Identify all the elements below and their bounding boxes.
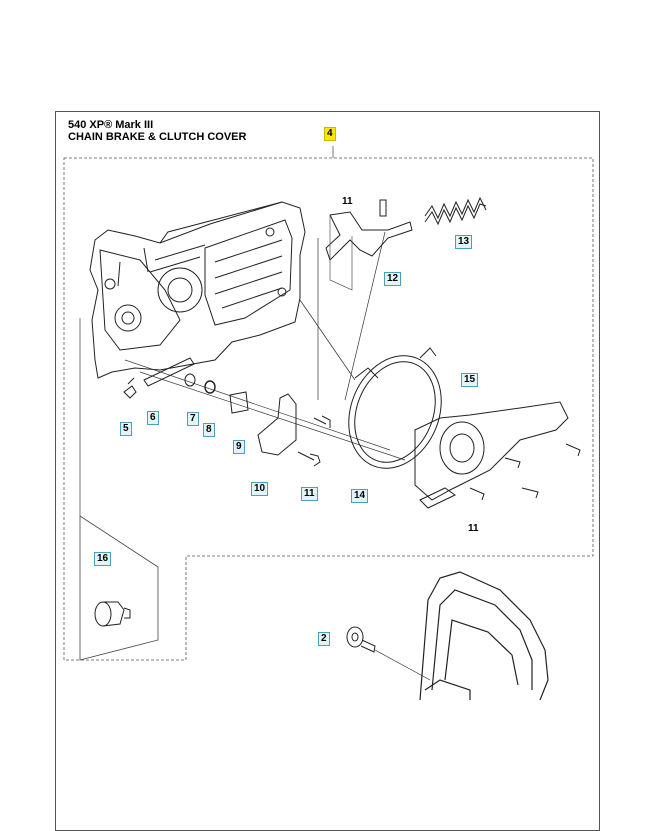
part-13-spring <box>424 196 487 226</box>
callout-8: 8 <box>203 423 215 437</box>
callout-7: 7 <box>187 412 199 426</box>
screw-11-lower <box>297 451 321 467</box>
part-2-screw <box>346 626 431 681</box>
callout-6: 6 <box>147 411 159 425</box>
parts-diagram <box>63 146 594 701</box>
model-title: 540 XP® Mark III <box>68 119 154 131</box>
screw-cover-4 <box>469 487 485 501</box>
part-14-brake-band <box>348 347 442 469</box>
front-handle-guard <box>419 571 549 701</box>
inset-panel <box>79 515 159 661</box>
callout-11-top: 11 <box>342 196 353 207</box>
callout-2: 2 <box>318 632 330 646</box>
screw-cover-1 <box>504 457 521 469</box>
callout-13: 13 <box>455 235 473 249</box>
part-16-clutch <box>94 601 131 627</box>
callout-assembly-4: 4 <box>324 127 336 141</box>
screw-11-top <box>379 199 387 217</box>
part-6-pin <box>143 357 195 387</box>
callout-5: 5 <box>120 422 132 436</box>
callout-11-lower: 11 <box>301 487 318 501</box>
part-5-pin <box>123 377 137 399</box>
clutch-cover-body <box>89 201 306 379</box>
part-8-washer <box>204 380 216 394</box>
part-10-lever <box>257 393 297 456</box>
callout-10: 10 <box>251 482 269 496</box>
part-7-washer <box>184 373 196 387</box>
callout-12: 12 <box>384 272 402 286</box>
screw-cover-2 <box>521 487 539 499</box>
screw-11-mid <box>313 415 331 428</box>
assembly-boundary <box>63 157 594 661</box>
part-12-brake-lever <box>325 211 413 261</box>
callout-15: 15 <box>461 373 479 387</box>
callout-14: 14 <box>351 489 369 503</box>
section-title: CHAIN BRAKE & CLUTCH COVER <box>68 131 247 143</box>
callout-9: 9 <box>233 440 245 454</box>
part-9-bushing <box>229 391 249 414</box>
callout-11-right: 11 <box>468 523 479 534</box>
screw-cover-3 <box>565 443 581 457</box>
part-15-cover <box>414 401 569 509</box>
callout-16: 16 <box>94 552 112 566</box>
